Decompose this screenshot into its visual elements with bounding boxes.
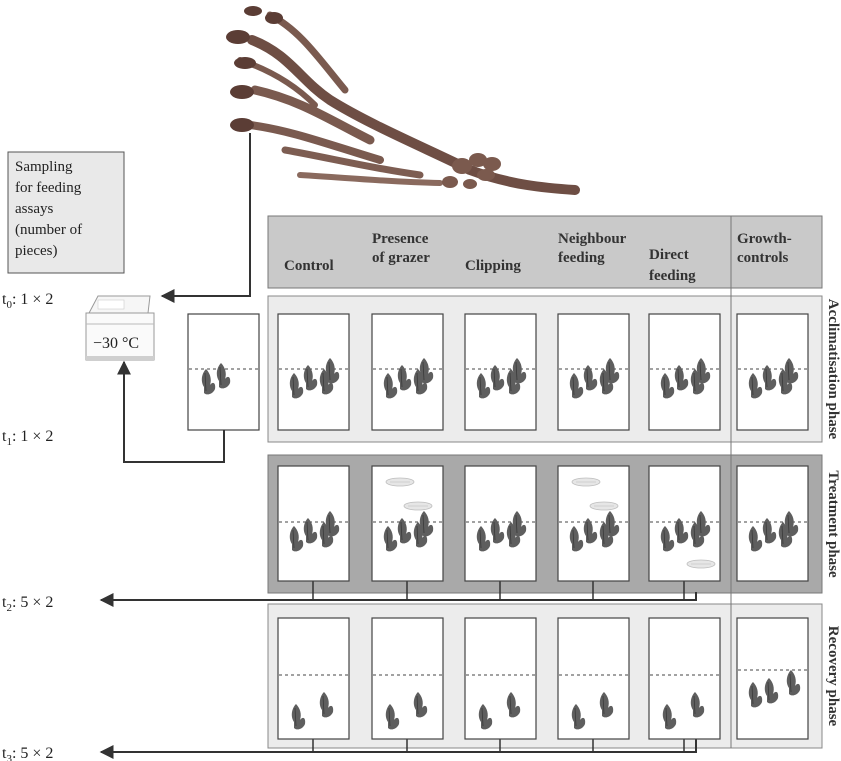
tank (277, 313, 350, 431)
sampling-text-line: for feeding (15, 180, 82, 196)
growth-controls-header: Growth- (737, 231, 792, 247)
tank (464, 617, 537, 740)
tank (648, 313, 721, 431)
freezer-icon (85, 295, 155, 361)
seaweed-illustration (226, 6, 580, 195)
connectors (99, 133, 697, 759)
arrow-t3 (99, 739, 697, 759)
header-row (267, 215, 823, 289)
tank (277, 617, 350, 740)
sampling-text-line: pieces) (15, 243, 57, 259)
timepoint-label: t1: 1 × 2 (2, 428, 53, 448)
sampling-text-line: (number of (15, 222, 82, 238)
treatment-header: Presence (372, 231, 429, 247)
treatment-header: feeding (558, 250, 605, 266)
timepoint-label: t2: 5 × 2 (2, 594, 53, 614)
freezer-temperature: −30 °C (93, 335, 139, 352)
timepoint-labels: t0: 1 × 2 t1: 1 × 2 t2: 5 × 2 t3: 5 × 2 (2, 291, 53, 761)
arrow-t2 (99, 592, 697, 607)
tank (557, 617, 630, 740)
grazer (589, 501, 619, 511)
phase-label: Recovery phase (825, 626, 841, 727)
tank (736, 313, 809, 431)
arrow-to-freezer-t0 (160, 133, 251, 303)
grazer (686, 559, 716, 569)
treatment-band (267, 454, 823, 594)
treatment-header: Direct (649, 247, 689, 263)
treatment-header: feeding (649, 268, 696, 284)
tank-grid (277, 313, 809, 740)
sampling-text: Sampling for feeding assays (number of piece… (15, 159, 82, 259)
grazer (385, 477, 415, 487)
grazer (403, 501, 433, 511)
tank (277, 465, 350, 582)
treatment-header: Neighbour (558, 231, 627, 247)
tank (736, 465, 809, 582)
tank (648, 617, 721, 740)
acclimatisation-band (267, 295, 823, 443)
treatment-header: of grazer (372, 250, 430, 266)
growth-controls-header: controls (737, 250, 789, 266)
sampling-box (7, 151, 125, 274)
tank (557, 313, 630, 431)
tank (736, 617, 809, 740)
grazer (571, 477, 601, 487)
timepoint-label: t0: 1 × 2 (2, 291, 53, 311)
tank (371, 617, 444, 740)
treatment-header: Control (284, 258, 334, 274)
tank (464, 465, 537, 582)
tank (371, 313, 444, 431)
sampling-text-line: assays (15, 201, 53, 217)
tank-drop-lines (312, 581, 685, 752)
recovery-band (267, 603, 823, 749)
arrow-to-freezer-t1 (117, 360, 225, 463)
tank (464, 313, 537, 431)
phase-label: Acclimatisation phase (825, 299, 841, 440)
treatment-header: Clipping (465, 258, 521, 274)
sampling-text-line: Sampling (15, 159, 73, 175)
phase-label: Treatment phase (825, 470, 841, 578)
timepoint-label: t3: 5 × 2 (2, 745, 53, 761)
